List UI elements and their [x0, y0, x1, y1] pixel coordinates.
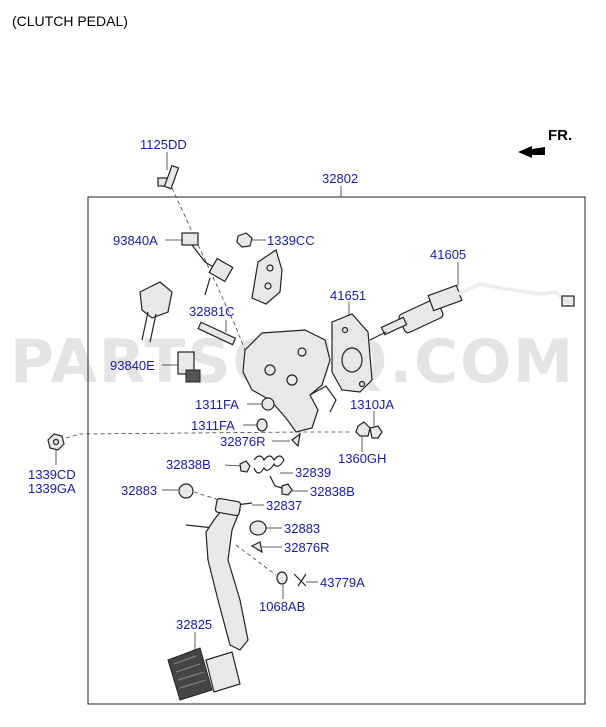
label-1068AB[interactable]: 1068AB	[259, 599, 305, 614]
label-1339CD[interactable]: 1339CD	[28, 467, 76, 482]
upper-bracket-plate	[251, 249, 283, 305]
label-1360GH[interactable]: 1360GH	[338, 451, 386, 466]
label-41651[interactable]: 41651	[330, 288, 366, 303]
switch-93840E	[177, 351, 201, 383]
bolt-1125DD	[157, 164, 180, 190]
label-32837[interactable]: 32837	[266, 498, 302, 513]
label-1339GA[interactable]: 1339GA	[28, 481, 76, 496]
label-32881C[interactable]: 32881C	[189, 304, 235, 319]
washer-1068AB	[276, 571, 288, 585]
label-41605[interactable]: 41605	[430, 247, 466, 262]
label-32839[interactable]: 32839	[295, 465, 331, 480]
label-93840E[interactable]: 93840E	[110, 358, 155, 373]
spring-32839	[253, 455, 285, 489]
bushing-32883-1	[178, 483, 194, 499]
bushing-1311FA-2	[256, 418, 268, 432]
screw-32876R-2	[250, 541, 263, 554]
pin-32881C	[197, 321, 237, 346]
label-43779A[interactable]: 43779A	[320, 575, 365, 590]
label-1339CC[interactable]: 1339CC	[267, 233, 315, 248]
clutch-master-cylinder-41605	[369, 282, 575, 341]
front-direction-indicator: FR.	[518, 127, 572, 158]
diagram-title: (CLUTCH PEDAL)	[12, 13, 128, 29]
pedal-bracket-body	[242, 329, 337, 433]
bushing-1311FA-1	[261, 397, 275, 411]
label-1310JA[interactable]: 1310JA	[350, 397, 394, 412]
label-32838B-2[interactable]: 32838B	[310, 484, 355, 499]
label-93840A[interactable]: 93840A	[113, 233, 158, 248]
label-32876R-1[interactable]: 32876R	[220, 434, 266, 449]
nut-1360GH	[355, 421, 371, 437]
dashline-1339CD	[65, 431, 352, 439]
label-32883-2[interactable]: 32883	[284, 521, 320, 536]
gasket-41651	[331, 313, 373, 393]
clip-bracket	[139, 281, 173, 343]
clip-43779A	[293, 573, 307, 587]
label-32838B-1[interactable]: 32838B	[166, 457, 211, 472]
label-32802[interactable]: 32802	[322, 171, 358, 186]
assembly-frame	[87, 196, 586, 705]
pedal-pad	[167, 647, 241, 701]
nut-32838B-2	[281, 483, 293, 496]
label-1311FA-2[interactable]: 1311FA	[191, 418, 235, 433]
nut-1339CD	[47, 433, 65, 451]
nut-32838B-1	[239, 460, 251, 473]
clutch-pedal-arm-32825	[185, 497, 249, 651]
label-1125DD[interactable]: 1125DD	[140, 137, 187, 152]
front-label: FR.	[548, 127, 572, 144]
switch-93840A	[181, 232, 234, 296]
label-32876R-2[interactable]: 32876R	[284, 540, 330, 555]
label-1311FA-1[interactable]: 1311FA	[195, 397, 239, 412]
label-32825[interactable]: 32825	[176, 617, 212, 632]
nut-1339CC	[236, 232, 253, 248]
screw-32876R-1	[291, 432, 301, 448]
bushing-32883-2	[249, 520, 267, 536]
label-32883-1[interactable]: 32883	[121, 483, 157, 498]
nut-1310JA	[369, 425, 383, 439]
front-arrow-icon	[518, 146, 545, 158]
